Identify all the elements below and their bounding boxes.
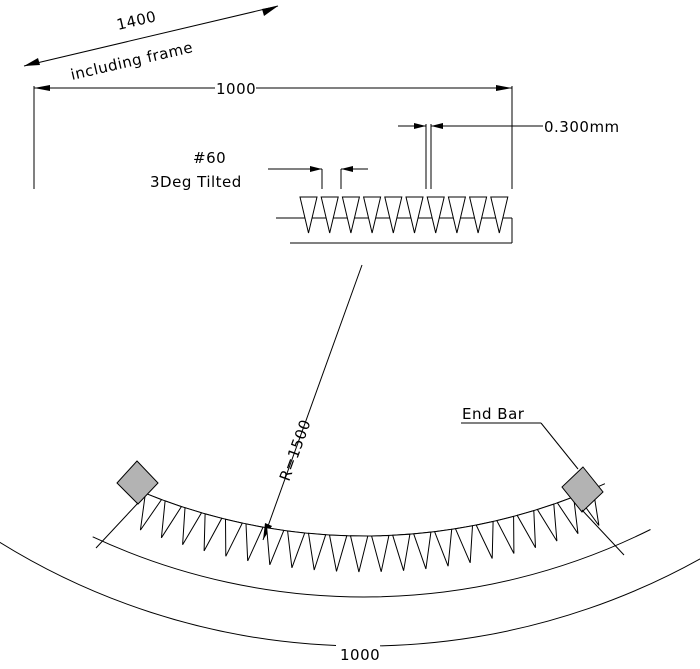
slot-gap-dimension: 0.300mm — [398, 118, 620, 189]
curved-wedge-wire — [328, 534, 348, 572]
overall-width-arrow-right — [262, 6, 278, 16]
curved-wedge-wire — [160, 500, 183, 539]
bottom-dimension-arc — [0, 541, 700, 647]
straight-wedge-wire — [341, 196, 361, 234]
straight-wedge-wire — [384, 196, 403, 234]
inner-width-top-dimension: 1000 — [33, 80, 513, 189]
curved-wedge-wire — [475, 520, 494, 559]
overall-width-dimension-line — [23, 5, 279, 67]
inner-width-arrow-right — [496, 85, 512, 91]
curved-wedge-wire — [454, 525, 474, 563]
straight-screen-section — [276, 196, 513, 244]
curved-wedge-wire — [556, 496, 579, 534]
end-bar-leader — [540, 422, 579, 470]
wire-spec-dimension: #60 3Deg Tilted — [150, 149, 368, 191]
inner-width-top-label: 1000 — [216, 80, 256, 98]
end-bars — [116, 460, 604, 513]
straight-wedge-wire — [447, 196, 467, 234]
curved-screen-section — [92, 483, 651, 598]
bottom-label-background — [336, 643, 380, 661]
inner-width-arrow-left — [34, 85, 50, 91]
inner-width-bottom-dimension: 1000 — [0, 502, 700, 664]
wire-tilt-label: 3Deg Tilted — [150, 173, 242, 191]
wire-number-label: #60 — [193, 149, 226, 167]
curved-wedge-wire — [349, 535, 369, 573]
overall-width-label: 1400 — [115, 7, 158, 34]
straight-wedge-wire — [468, 196, 488, 234]
curved-wedge-wire — [370, 534, 390, 572]
curved-wedge-wire — [139, 492, 163, 531]
curved-wedge-wire — [496, 515, 515, 554]
curved-wedge-wire — [413, 531, 432, 570]
curved-wedge-wire — [307, 532, 327, 571]
end-bar-label: End Bar — [462, 405, 525, 423]
curved-wedge-wire — [516, 509, 536, 548]
end-bar-right — [561, 466, 604, 513]
wire-arrow-right — [341, 166, 353, 172]
overall-width-dimension: 1400 including frame — [23, 5, 279, 84]
curved-wedge-wire — [266, 527, 285, 565]
curved-wedge-wire — [536, 503, 558, 542]
curved-wedge-wire — [392, 533, 411, 571]
slot-gap-label: 0.300mm — [544, 118, 620, 136]
curved-wedge-wire — [433, 528, 453, 567]
radius-label: R=1500 — [276, 417, 315, 483]
radius-dimension: R=1500 — [262, 264, 363, 541]
bottom-extension-right — [581, 509, 625, 556]
radius-leader-line — [262, 264, 363, 541]
inner-width-bottom-label: 1000 — [340, 646, 380, 664]
end-bar-callout: End Bar — [461, 405, 579, 470]
straight-wedge-wire — [405, 196, 424, 234]
overall-width-arrow-left — [24, 58, 40, 66]
slot-gap-arrow-right — [431, 123, 443, 129]
straight-wedge-wire — [299, 196, 318, 234]
straight-wedge-wire — [320, 196, 339, 234]
bottom-extension-left — [95, 502, 139, 549]
straight-wedge-wire — [490, 196, 509, 234]
straight-wedge-wire — [362, 196, 382, 234]
curved-wedge-wire — [203, 513, 223, 552]
curved-wedge-wire — [182, 507, 203, 545]
wire-arrow-left — [310, 166, 322, 172]
curved-screen-base-arc — [92, 529, 651, 598]
overall-width-note: including frame — [69, 38, 195, 84]
slot-gap-arrow-left — [414, 123, 426, 129]
straight-wedge-wire — [426, 196, 445, 234]
end-bar-left — [116, 460, 159, 505]
curved-wedge-wire — [245, 523, 264, 562]
curved-wedge-wire — [287, 530, 306, 568]
curved-wedge-wire — [224, 518, 244, 557]
